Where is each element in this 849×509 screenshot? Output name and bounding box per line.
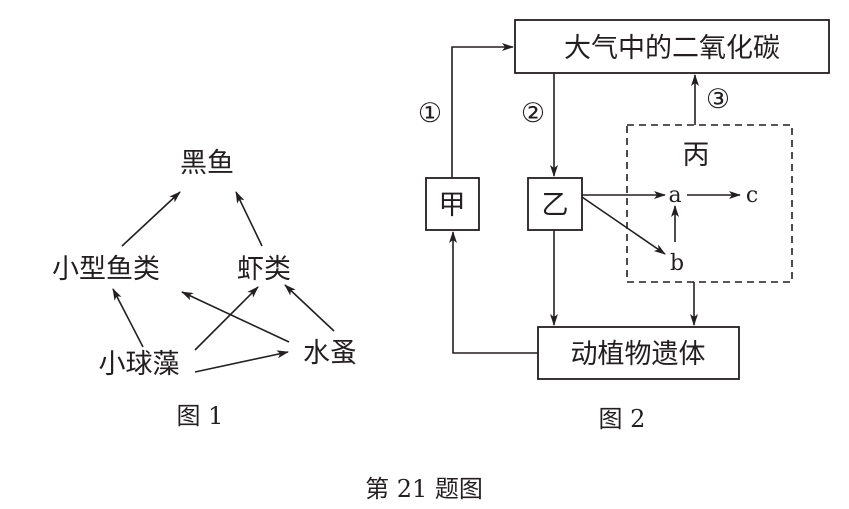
- arrow-xialei-to-heiyu: [235, 191, 263, 247]
- arrow-xiaoxingyulei-to-heiyu: [121, 191, 181, 247]
- process-label-1: ①: [418, 98, 442, 129]
- node-co2: 大气中的二氧化碳: [564, 33, 780, 64]
- figure-2-caption: 图 2: [599, 405, 646, 433]
- node-remains-box: [537, 326, 740, 380]
- arrow-shuizao-to-xialei: [284, 284, 335, 332]
- node-co2-box: [514, 19, 830, 74]
- node-a: a: [668, 183, 681, 208]
- node-bing: 丙: [683, 140, 710, 171]
- process-label-2: ②: [521, 98, 545, 129]
- process-label-3: ③: [706, 84, 730, 115]
- arrow-xiaoqiuzao-to-shuizao: [194, 350, 289, 373]
- node-xiaoqiuzao: 小球藻: [99, 349, 180, 380]
- node-heiyu: 黑鱼: [180, 148, 234, 179]
- node-shuizao: 水蚤: [303, 338, 357, 369]
- node-jia-box: [425, 177, 480, 231]
- arrow-jia-to-co2: [451, 43, 514, 178]
- node-xiaoxingyulei: 小型鱼类: [52, 254, 160, 285]
- node-yi: 乙: [542, 190, 569, 221]
- arrow-shuizao-to-xiaoxingyulei: [181, 291, 290, 343]
- node-yi-box: [527, 177, 583, 231]
- arrow-yi-to-b: [581, 196, 666, 255]
- arrow-remains-to-jia: [449, 231, 538, 354]
- node-xialei: 虾类: [237, 254, 291, 285]
- figure-2: 大气中的二氧化碳 甲 乙 丙 a c b 动植物遗体: [418, 19, 830, 433]
- figure-1-caption: 图 1: [177, 402, 224, 430]
- node-remains: 动植物遗体: [571, 339, 706, 370]
- figure-1: 黑鱼 小型鱼类 虾类 小球藻 水蚤 图 1: [52, 148, 357, 430]
- node-bing-dashed-box: [626, 124, 793, 283]
- arrow-xiaoqiuzao-to-xiaoxingyulei: [112, 288, 144, 348]
- arrow-xiaoqiuzao-to-xialei: [194, 286, 259, 351]
- question-caption: 第 21 题图: [365, 475, 483, 503]
- node-b: b: [670, 251, 684, 276]
- node-c: c: [746, 183, 758, 208]
- node-jia: 甲: [439, 190, 466, 221]
